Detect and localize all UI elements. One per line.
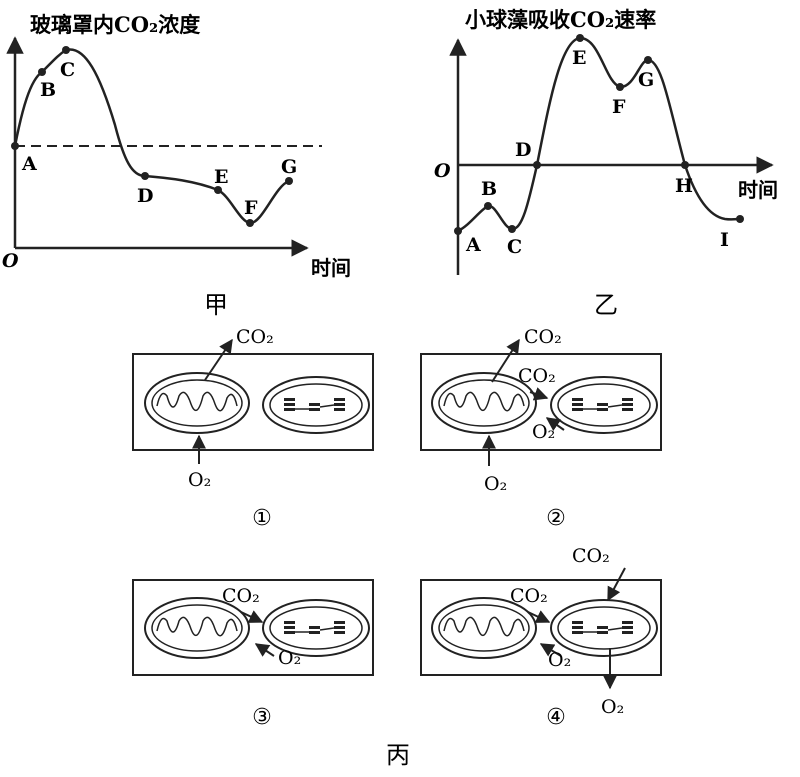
yi-point-g — [644, 56, 652, 64]
cell-2-co2-transfer-label: CO₂ — [518, 365, 556, 387]
cell-1-frame — [132, 353, 374, 451]
cell-2-co2-transfer-arrow — [529, 387, 549, 401]
cell-4-o2-transfer-arrow — [539, 643, 562, 657]
yi-label-h: H — [675, 175, 693, 197]
yi-curve — [457, 36, 741, 233]
jia-point-g — [285, 177, 293, 185]
cell-3-chloroplast — [262, 599, 370, 657]
cell-2-mitochondrion — [431, 372, 537, 434]
cell-4-o2-out-label: O₂ — [601, 696, 624, 718]
yi-label-g: G — [638, 69, 654, 91]
yi-label-c: C — [507, 236, 522, 258]
cell-1-co2-label: CO₂ — [236, 326, 274, 348]
yi-title: 小球藻吸收CO₂速率 — [465, 7, 656, 32]
jia-label-g: G — [281, 156, 297, 178]
cell-2-frame — [420, 353, 662, 451]
jia-point-a — [11, 142, 19, 150]
yi-origin-label: O — [434, 160, 451, 182]
cell-4-co2-transfer-label: CO₂ — [510, 585, 548, 607]
cell-4-grana — [572, 621, 633, 634]
cell-2: CO₂ CO₂ O₂ O₂ ② — [420, 326, 662, 531]
cell-2-o2-transfer-arrow — [545, 417, 565, 431]
jia-point-markers — [11, 46, 293, 227]
yi-label-d: D — [515, 139, 531, 161]
jia-label-f: F — [244, 197, 258, 219]
yi-label-a: A — [465, 234, 481, 256]
yi-point-markers — [454, 34, 744, 235]
cell-2-co2-out-arrow — [491, 338, 520, 383]
jia-label-b: B — [40, 79, 56, 101]
chart-jia: 玻璃罩内CO₂浓度 O 时间 A B C D E F G 甲 — [2, 12, 351, 319]
jia-label-a: A — [21, 153, 37, 175]
jia-point-e — [214, 186, 222, 194]
cell-1-mitochondrion — [144, 372, 250, 434]
cell-3-co2-transfer-arrow — [240, 610, 264, 623]
cell-2-o2-in-label: O₂ — [484, 473, 507, 495]
jia-origin-label: O — [2, 250, 19, 272]
yi-label-b: B — [481, 178, 497, 200]
yi-label-i: I — [720, 229, 729, 251]
cell-4-o2-transfer-label: O₂ — [548, 649, 571, 671]
yi-point-b — [484, 202, 492, 210]
cell-2-grana — [572, 398, 633, 411]
jia-point-f — [246, 219, 254, 227]
bing-panel-label: 丙 — [386, 741, 410, 769]
cell-4-number: ④ — [546, 705, 566, 730]
cell-1-number: ① — [252, 506, 272, 531]
jia-label-e: E — [214, 166, 228, 188]
cell-1-grana — [284, 398, 345, 411]
chart-yi: 小球藻吸收CO₂速率 O 时间 A B C D E F G H I 乙 — [434, 7, 778, 319]
cell-1-o2-label: O₂ — [188, 469, 211, 491]
cell-3-mitochondrion — [144, 597, 250, 659]
jia-point-c — [62, 46, 70, 54]
cell-1-co2-out-arrow — [204, 338, 233, 381]
jia-label-d: D — [137, 185, 153, 207]
yi-point-c — [508, 225, 516, 233]
cell-4: CO₂ CO₂ O₂ O₂ ④ — [420, 545, 662, 730]
yi-label-f: F — [612, 96, 626, 118]
jia-xlabel: 时间 — [311, 256, 351, 280]
jia-label-c: C — [60, 59, 75, 81]
yi-point-h — [681, 161, 689, 169]
yi-point-e — [576, 34, 584, 42]
cell-3-co2-transfer-label: CO₂ — [222, 585, 260, 607]
yi-point-a — [454, 227, 462, 235]
cell-3: CO₂ O₂ ③ — [132, 579, 374, 730]
jia-point-labels: A B C D E F G — [21, 59, 297, 219]
cell-3-o2-transfer-label: O₂ — [278, 647, 301, 669]
cell-1: CO₂ O₂ ① — [132, 326, 374, 531]
cell-4-frame — [420, 579, 662, 676]
cell-4-chloroplast — [550, 599, 658, 657]
jia-point-b — [38, 68, 46, 76]
jia-title: 玻璃罩内CO₂浓度 — [30, 12, 200, 37]
cell-2-o2-transfer-label: O₂ — [532, 421, 555, 443]
cell-1-chloroplast — [262, 376, 370, 434]
yi-point-f — [616, 83, 624, 91]
cell-4-co2-in-label: CO₂ — [572, 545, 610, 567]
cell-4-co2-in-arrow — [607, 567, 626, 602]
cell-2-chloroplast — [550, 376, 658, 434]
yi-xlabel: 时间 — [738, 178, 778, 202]
jia-panel-label: 甲 — [204, 291, 228, 319]
yi-point-d — [533, 161, 541, 169]
cell-4-co2-transfer-arrow — [527, 610, 551, 623]
cell-3-grana — [284, 621, 345, 634]
yi-point-i — [736, 215, 744, 223]
cell-4-mitochondrion — [431, 597, 537, 659]
yi-point-labels: A B C D E F G H I — [465, 47, 729, 258]
yi-panel-label: 乙 — [594, 291, 618, 319]
yi-label-e: E — [572, 47, 586, 69]
cell-3-number: ③ — [252, 705, 272, 730]
jia-point-d — [141, 172, 149, 180]
cell-2-co2-out-label: CO₂ — [524, 326, 562, 348]
cell-2-number: ② — [546, 506, 566, 531]
cell-3-o2-transfer-arrow — [254, 643, 275, 657]
cell-3-frame — [132, 579, 374, 676]
